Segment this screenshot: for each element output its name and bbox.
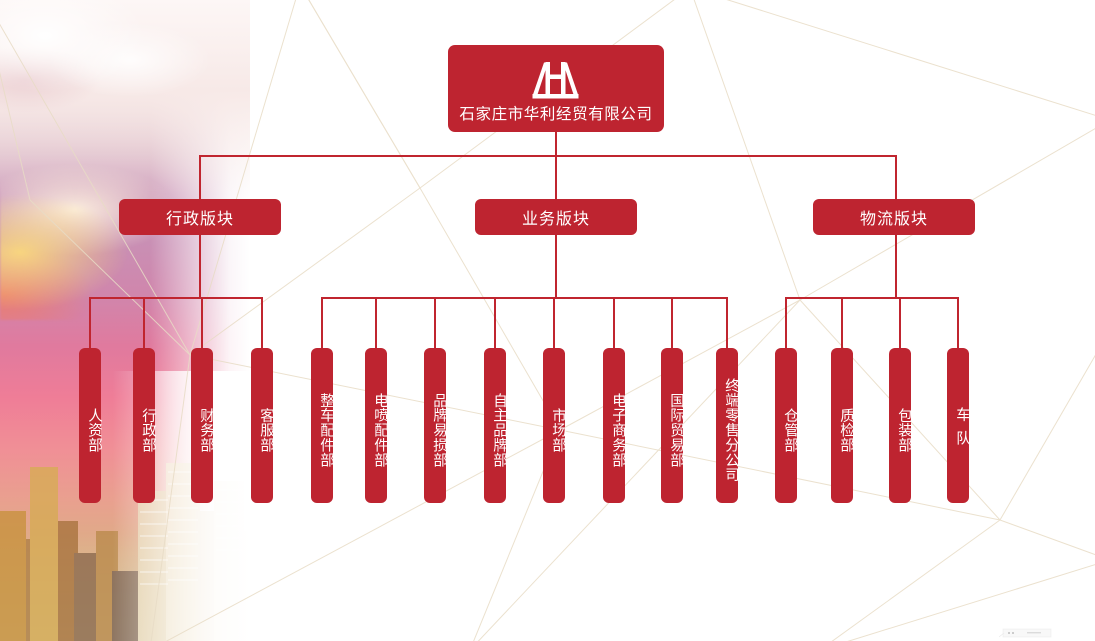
org-node-department[interactable]: 客服部 xyxy=(251,348,274,503)
org-node-department-label: 品牌易损部 xyxy=(431,392,447,468)
org-node-department-label: 客服部 xyxy=(258,407,274,453)
org-node-department[interactable]: 整车配件部 xyxy=(311,348,334,503)
connector-business-down xyxy=(555,235,557,298)
connector-to-business xyxy=(555,155,557,200)
org-node-department-label: 电子商务部 xyxy=(610,392,626,468)
org-node-department[interactable]: 电喷配件部 xyxy=(365,348,388,503)
connector-business-leaf-8 xyxy=(726,297,728,349)
connector-business-leaf-6 xyxy=(613,297,615,349)
org-node-department-label: 车队 xyxy=(954,406,970,454)
org-node-root-label: 石家庄市华利经贸有限公司 xyxy=(459,104,653,123)
connector-division-bar xyxy=(199,155,896,157)
connector-logistics-leaf-1 xyxy=(785,297,787,349)
org-node-department[interactable]: 仓管部 xyxy=(775,348,798,503)
org-node-division-logistics-label: 物流版块 xyxy=(859,209,928,228)
org-node-department-label: 财务部 xyxy=(198,407,214,453)
org-node-department-label: 电喷配件部 xyxy=(372,392,388,468)
org-node-division-business[interactable]: 业务版块 xyxy=(475,199,637,235)
connector-business-leaf-7 xyxy=(671,297,673,349)
connector-business-leaf-3 xyxy=(434,297,436,349)
org-node-department-label: 自主品牌部 xyxy=(491,392,507,468)
connector-admin-leaf-3 xyxy=(201,297,203,349)
connector-admin-down xyxy=(199,235,201,298)
org-node-root[interactable]: 石家庄市华利经贸有限公司 xyxy=(448,45,664,132)
connector-logistics-leaf-3 xyxy=(899,297,901,349)
org-node-department-label: 行政部 xyxy=(140,407,156,453)
org-node-division-admin[interactable]: 行政版块 xyxy=(119,199,281,235)
connector-logistics-leaf-4 xyxy=(957,297,959,349)
org-node-department[interactable]: 国际贸易部 xyxy=(661,348,684,503)
org-node-department-label: 国际贸易部 xyxy=(668,392,684,468)
org-node-department-label: 包装部 xyxy=(896,407,912,453)
connector-admin-leaf-4 xyxy=(261,297,263,349)
org-node-department-label: 整车配件部 xyxy=(318,392,334,468)
org-node-department-label: 市场部 xyxy=(550,407,566,453)
connector-admin-leaf-2 xyxy=(143,297,145,349)
org-node-department[interactable]: 财务部 xyxy=(191,348,214,503)
org-node-division-logistics[interactable]: 物流版块 xyxy=(813,199,975,235)
connector-to-admin xyxy=(199,155,201,200)
connector-admin-leaf-1 xyxy=(89,297,91,349)
org-node-department-label: 质检部 xyxy=(838,407,854,453)
org-node-department-label: 人资部 xyxy=(86,407,102,453)
connector-business-leaf-4 xyxy=(494,297,496,349)
connector-logistics-down xyxy=(895,235,897,298)
connector-logistics-leaf-2 xyxy=(841,297,843,349)
org-node-department[interactable]: 人资部 xyxy=(79,348,102,503)
org-node-department[interactable]: 质检部 xyxy=(831,348,854,503)
connector-business-leaf-2 xyxy=(375,297,377,349)
org-node-department[interactable]: 品牌易损部 xyxy=(424,348,447,503)
connector-root-down xyxy=(555,132,557,156)
org-node-department[interactable]: 行政部 xyxy=(133,348,156,503)
company-monogram-logo-icon xyxy=(532,61,579,98)
connector-business-leaf-5 xyxy=(553,297,555,349)
org-node-department-label: 终端零售分公司 xyxy=(723,377,739,483)
cityscape-silhouette xyxy=(0,371,250,641)
org-node-department[interactable]: 包装部 xyxy=(889,348,912,503)
org-node-department[interactable]: 市场部 xyxy=(543,348,566,503)
org-node-department[interactable]: 终端零售分公司 xyxy=(716,348,739,503)
org-node-division-admin-label: 行政版块 xyxy=(165,209,234,228)
connector-business-bar xyxy=(321,297,727,299)
corner-watermark xyxy=(999,628,1052,638)
connector-to-logistics xyxy=(895,155,897,200)
org-node-department[interactable]: 电子商务部 xyxy=(603,348,626,503)
org-node-department[interactable]: 自主品牌部 xyxy=(484,348,507,503)
org-node-department[interactable]: 车队 xyxy=(947,348,970,503)
org-node-division-business-label: 业务版块 xyxy=(521,209,590,228)
connector-business-leaf-1 xyxy=(321,297,323,349)
connector-admin-bar xyxy=(89,297,262,299)
org-node-department-label: 仓管部 xyxy=(782,407,798,453)
connector-logistics-bar xyxy=(785,297,957,299)
